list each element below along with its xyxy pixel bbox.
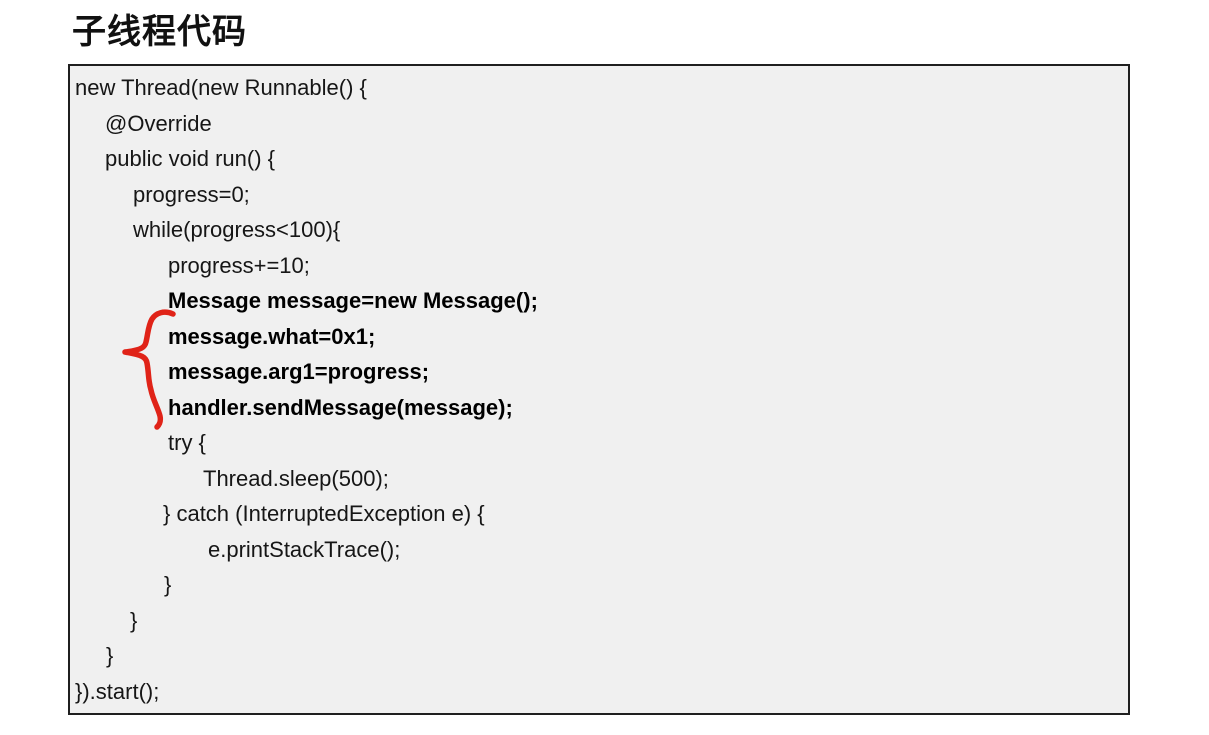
code-line: while(progress<100){ (133, 217, 341, 242)
page-title: 子线程代码 (72, 13, 247, 51)
code-line: progress=0; (133, 181, 250, 207)
code-line: e.printStackTrace(); (208, 536, 401, 562)
code-block: new Thread(new Runnable() { @Override pu… (68, 64, 1130, 715)
code-line: } (130, 607, 138, 633)
code-line-highlighted: message.arg1=progress; (168, 359, 430, 384)
code-line: public void run() { (105, 146, 275, 171)
code-line-highlighted: Message message=new Message(); (168, 288, 538, 313)
code-line: }).start(); (75, 678, 160, 704)
code-line: } catch (InterruptedException e) { (163, 501, 485, 526)
code-line: } (164, 572, 172, 597)
code-line-highlighted: message.what=0x1; (168, 323, 376, 349)
code-line: progress+=10; (168, 252, 310, 278)
code-line: new Thread(new Runnable() { (75, 75, 367, 100)
code-line: try { (168, 430, 206, 455)
code-line-highlighted: handler.sendMessage(message); (168, 394, 513, 420)
code-line: } (106, 643, 114, 668)
code-line: @Override (105, 110, 212, 136)
code-line: Thread.sleep(500); (203, 465, 389, 491)
